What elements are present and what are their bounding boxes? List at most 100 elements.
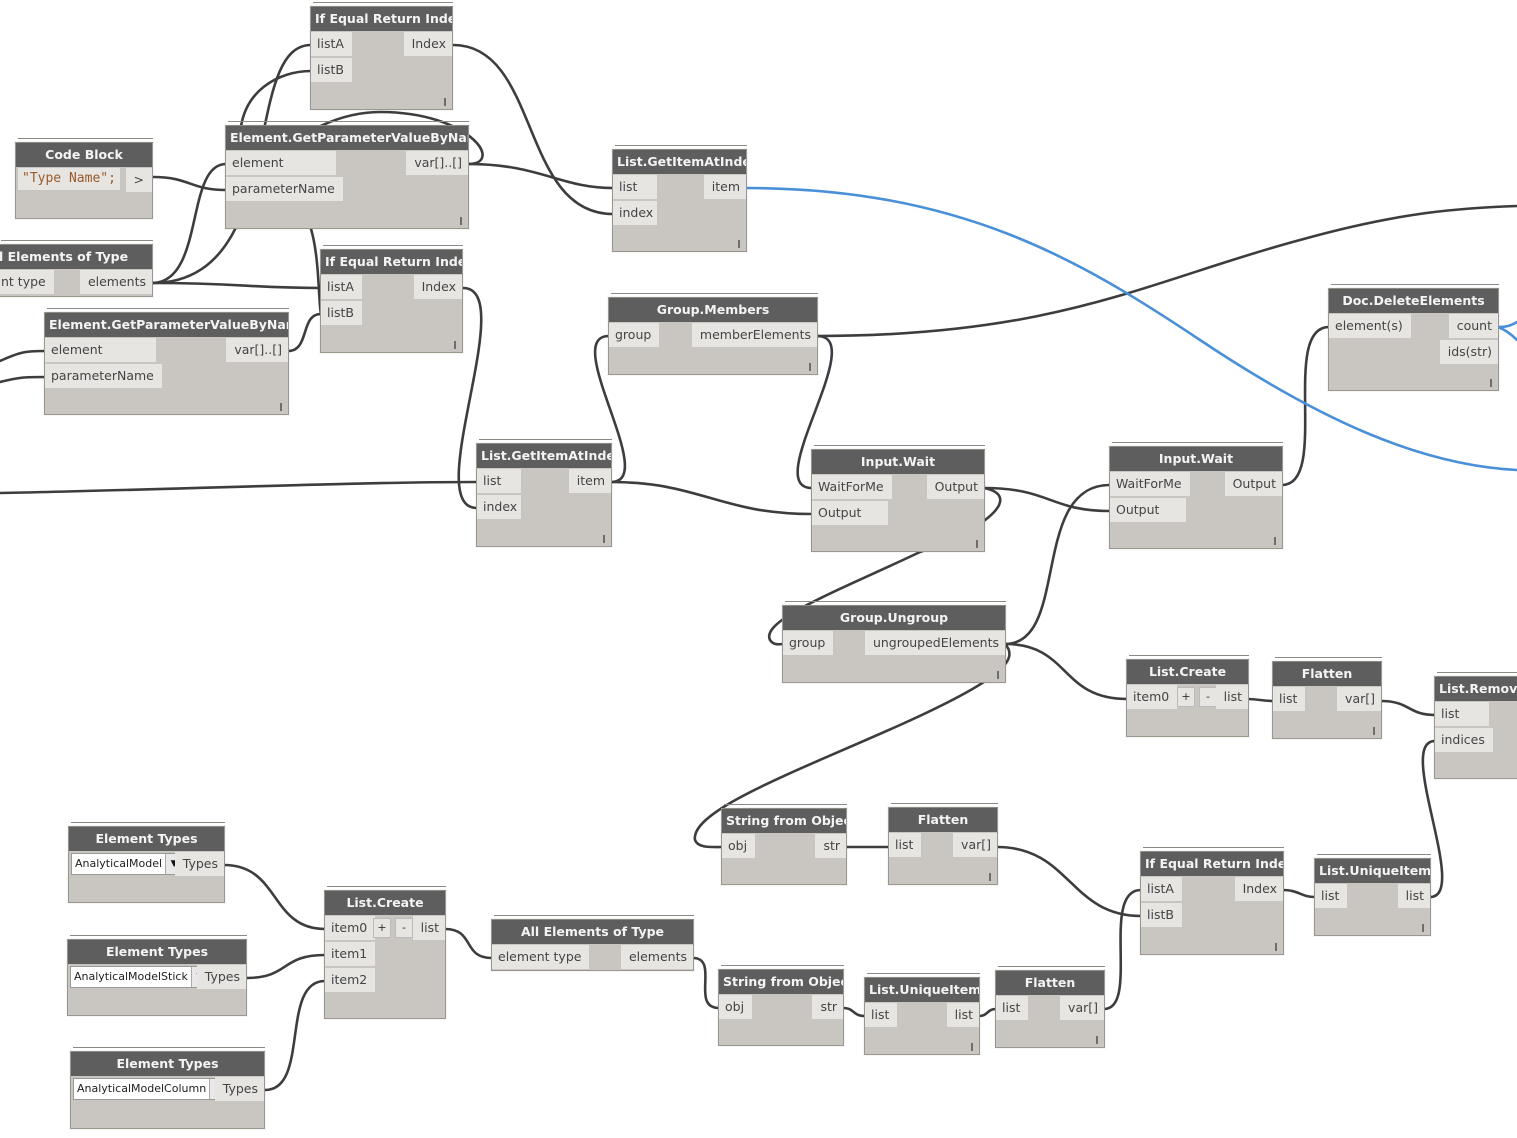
node-title[interactable]: List.Create bbox=[1127, 660, 1248, 684]
input-port-obj[interactable]: obj bbox=[719, 995, 753, 1019]
resize-grip[interactable] bbox=[809, 363, 811, 371]
input-port-obj[interactable]: obj bbox=[722, 834, 756, 858]
output-port-index[interactable]: Index bbox=[1234, 877, 1283, 901]
wire[interactable] bbox=[815, 204, 1517, 338]
add-input-button[interactable]: + bbox=[373, 918, 391, 938]
node-title[interactable]: String from Object bbox=[722, 809, 846, 833]
node-title[interactable]: All Elements of Type bbox=[492, 920, 693, 944]
output-port-var[interactable]: var[] bbox=[1337, 687, 1381, 711]
node-title[interactable]: Element.GetParameterValueByName bbox=[45, 313, 288, 337]
node-flatten[interactable]: Flatten list var[] bbox=[995, 966, 1105, 1048]
wire[interactable] bbox=[691, 956, 721, 1010]
input-port-lista[interactable]: listA bbox=[1141, 877, 1182, 901]
wire[interactable] bbox=[151, 175, 228, 192]
node-title[interactable]: String from Object bbox=[719, 970, 843, 994]
input-port-lista[interactable]: listA bbox=[321, 275, 362, 299]
remove-input-button[interactable]: - bbox=[395, 918, 413, 938]
resize-grip[interactable] bbox=[1373, 727, 1375, 735]
input-port-waitforme[interactable]: WaitForMe bbox=[812, 475, 892, 499]
node-title[interactable]: List.Remove bbox=[1435, 677, 1517, 701]
node-element-types[interactable]: Element Types AnalyticalModelStick▼ Type… bbox=[67, 935, 247, 1016]
element-type-dropdown[interactable]: AnalyticalModelStick▼ bbox=[70, 966, 209, 988]
output-port-list[interactable]: list bbox=[1397, 884, 1430, 908]
output-port-list[interactable]: list bbox=[946, 1003, 979, 1027]
input-port-list[interactable]: list bbox=[889, 833, 922, 857]
node-title[interactable]: Flatten bbox=[996, 971, 1104, 995]
output-port-index[interactable]: Index bbox=[413, 275, 462, 299]
output-port-var[interactable]: var[]..[] bbox=[406, 151, 468, 175]
node-doc-delete-elements[interactable]: Doc.DeleteElements element(s)count ids(s… bbox=[1328, 284, 1499, 391]
node-title[interactable]: Flatten bbox=[1273, 662, 1381, 686]
input-port-index[interactable]: index bbox=[477, 495, 521, 519]
wire[interactable] bbox=[263, 979, 327, 1092]
input-port-listb[interactable]: listB bbox=[321, 301, 362, 325]
wire[interactable] bbox=[1003, 642, 1129, 701]
node-title[interactable]: List.GetItemAtIndex bbox=[613, 150, 746, 174]
node-element-types[interactable]: Element Types AnalyticalModelColumn▼ Typ… bbox=[70, 1047, 265, 1129]
input-port-lista[interactable]: listA bbox=[311, 32, 352, 56]
wire[interactable] bbox=[0, 375, 47, 384]
node-title[interactable]: Element.GetParameterValueByName bbox=[226, 126, 468, 150]
node-title[interactable]: Code Block bbox=[16, 143, 152, 167]
resize-grip[interactable] bbox=[1274, 537, 1276, 545]
input-port-list[interactable]: list bbox=[865, 1003, 898, 1027]
input-port-list[interactable]: list bbox=[613, 175, 657, 199]
input-port-item0[interactable]: item0 bbox=[325, 916, 376, 940]
wire[interactable] bbox=[609, 480, 814, 516]
input-port-list[interactable]: list bbox=[1435, 702, 1489, 726]
output-port-item[interactable]: item bbox=[703, 175, 746, 199]
output-port-types[interactable]: Types bbox=[214, 1077, 264, 1101]
resize-grip[interactable] bbox=[444, 98, 446, 106]
node-title[interactable]: List.Create bbox=[325, 891, 445, 915]
input-port-element-type[interactable]: element type bbox=[492, 945, 590, 969]
wire[interactable] bbox=[841, 1006, 867, 1018]
input-port-item0[interactable]: item0 bbox=[1127, 685, 1178, 709]
wire[interactable] bbox=[466, 162, 615, 190]
output-port-list[interactable]: list bbox=[412, 916, 445, 940]
node-list-create[interactable]: List.Create item0 + - list bbox=[1126, 655, 1249, 737]
input-port-elements[interactable]: element(s) bbox=[1329, 314, 1411, 338]
output-port-count[interactable]: count bbox=[1448, 314, 1498, 338]
wire[interactable] bbox=[1379, 699, 1437, 717]
output-port-var[interactable]: var[]..[] bbox=[226, 338, 288, 362]
output-port-types[interactable]: Types bbox=[174, 852, 224, 876]
input-port-indices[interactable]: indices bbox=[1435, 728, 1493, 752]
output-port-index[interactable]: Index bbox=[403, 32, 452, 56]
wire[interactable] bbox=[796, 334, 834, 490]
node-title[interactable]: Input.Wait bbox=[812, 450, 984, 474]
node-title[interactable]: If Equal Return Index bbox=[1141, 852, 1283, 876]
node-title[interactable]: List.GetItemAtIndex bbox=[477, 444, 611, 468]
wire[interactable] bbox=[1003, 483, 1112, 646]
selected-wire[interactable] bbox=[1496, 325, 1517, 342]
input-port-parametername[interactable]: parameterName bbox=[226, 177, 343, 201]
add-input-button[interactable]: + bbox=[1177, 687, 1195, 707]
wire[interactable] bbox=[1421, 739, 1444, 899]
wire[interactable] bbox=[1102, 888, 1143, 1011]
wire[interactable] bbox=[457, 286, 483, 510]
element-type-dropdown[interactable]: AnalyticalModelColumn▼ bbox=[73, 1078, 228, 1100]
input-port-item1[interactable]: item1 bbox=[325, 942, 376, 966]
wire[interactable] bbox=[995, 845, 1143, 918]
resize-grip[interactable] bbox=[971, 1043, 973, 1051]
input-port-element[interactable]: element bbox=[226, 151, 336, 175]
wire[interactable] bbox=[244, 953, 327, 980]
resize-grip[interactable] bbox=[1275, 943, 1277, 951]
code-text[interactable]: "Type Name"; bbox=[18, 168, 120, 190]
input-port-list[interactable]: list bbox=[996, 996, 1029, 1020]
resize-grip[interactable] bbox=[460, 217, 462, 225]
resize-grip[interactable] bbox=[976, 540, 978, 548]
resize-grip[interactable] bbox=[603, 535, 605, 543]
output-port-var[interactable]: var[] bbox=[1060, 996, 1104, 1020]
resize-grip[interactable] bbox=[1490, 379, 1492, 387]
